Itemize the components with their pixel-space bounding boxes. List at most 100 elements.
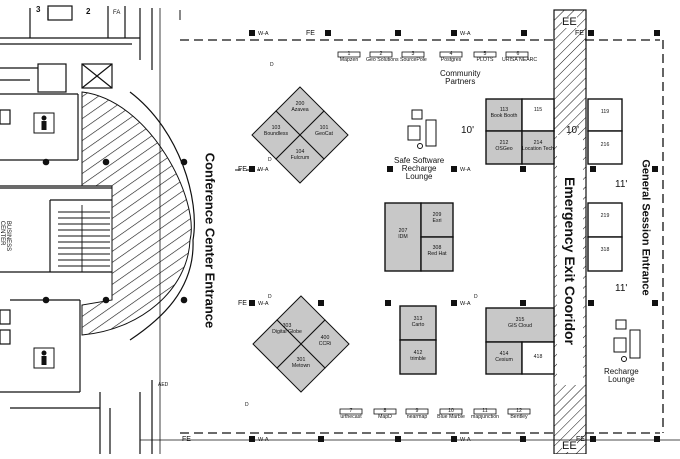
wa-marker: W-A xyxy=(258,437,269,443)
booth-number: 214 xyxy=(533,140,543,146)
booth-name: Metown xyxy=(291,362,311,369)
booth-216[interactable]: 216 xyxy=(589,142,621,149)
booth-119[interactable]: 119 xyxy=(589,109,621,116)
booth-name: Book Booth xyxy=(490,112,518,119)
aisle-width-11a: 11' xyxy=(615,179,628,190)
table-number: 2 xyxy=(379,51,383,57)
tables-top xyxy=(337,51,529,58)
booth-blocks xyxy=(384,98,623,375)
room-number-2: 2 xyxy=(86,7,91,16)
booth-number: 219 xyxy=(600,213,610,219)
diamond-cluster-south xyxy=(252,295,350,393)
general-entrance-label: General Session Entrance xyxy=(639,159,652,296)
booth-number: 119 xyxy=(600,109,610,115)
booth-number: 318 xyxy=(600,247,610,253)
table-number: 11 xyxy=(482,408,488,414)
drinking-fountain-marker: D xyxy=(270,62,274,68)
booth-name: Red Hat xyxy=(427,250,447,257)
booth-number: 315 xyxy=(515,317,525,323)
booth-115[interactable]: 115 xyxy=(523,107,553,114)
booth-number: 200 xyxy=(295,101,305,107)
booth-number: 308 xyxy=(432,245,442,251)
booth-318[interactable]: 318 xyxy=(589,247,621,254)
aisle-width-10b: 10' xyxy=(566,125,580,136)
booth-219[interactable]: 219 xyxy=(589,213,621,220)
wa-marker: W-A xyxy=(460,167,471,173)
table-name: Postgres xyxy=(440,56,462,63)
fa-label: FA xyxy=(113,10,121,16)
table-name: Mapzen xyxy=(339,56,359,63)
booth-name: Digital Globe xyxy=(272,328,302,335)
table-number: 8 xyxy=(383,408,387,414)
booth-name: Fulcrum xyxy=(290,154,310,161)
room-number-3: 3 xyxy=(36,5,41,14)
table-name: Blue Marble xyxy=(437,413,465,420)
booth-418[interactable]: 418 xyxy=(523,354,553,361)
booth-name: Location Tech xyxy=(522,145,554,152)
fe-marker: FE xyxy=(576,436,585,443)
wa-marker: W-A xyxy=(258,31,269,37)
fe-marker: FE xyxy=(306,30,315,37)
table-number: 5 xyxy=(483,51,487,57)
aed-label: AED xyxy=(158,382,169,388)
table-name: Bentley xyxy=(510,413,528,420)
fe-marker: FE xyxy=(238,300,247,307)
booth-number: 101 xyxy=(319,125,329,131)
booth-number: 209 xyxy=(432,212,442,218)
booth-number: 418 xyxy=(533,354,543,360)
safe-software-lounge-label: Safe Software Recharge Lounge xyxy=(394,156,445,181)
fe-marker: FE xyxy=(575,30,584,37)
booth-name: GeoCat xyxy=(315,130,333,137)
booth-name: OSGeo xyxy=(495,145,513,152)
booth-name: Cesium xyxy=(495,356,513,363)
booth-number: 103 xyxy=(271,125,281,131)
booth-name: Boundless xyxy=(263,130,289,137)
wa-marker: W-A xyxy=(258,301,269,307)
booth-number: 207 xyxy=(398,228,408,234)
table-number: 4 xyxy=(449,51,453,57)
booth-number: 113 xyxy=(499,107,509,113)
stairwell xyxy=(58,205,110,272)
restroom-icon xyxy=(33,112,55,369)
table-number: 10 xyxy=(448,408,454,414)
wa-marker: W-A xyxy=(460,301,471,307)
booth-number: 115 xyxy=(533,107,543,113)
wa-marker: W-A xyxy=(460,437,471,443)
table-number: 3 xyxy=(411,51,415,57)
booth-number: 412 xyxy=(413,350,423,356)
table-name: mapjunction xyxy=(471,413,499,420)
booth-number: 400 xyxy=(320,335,330,341)
tables-bottom xyxy=(339,408,531,415)
booth-number: 216 xyxy=(600,142,610,148)
